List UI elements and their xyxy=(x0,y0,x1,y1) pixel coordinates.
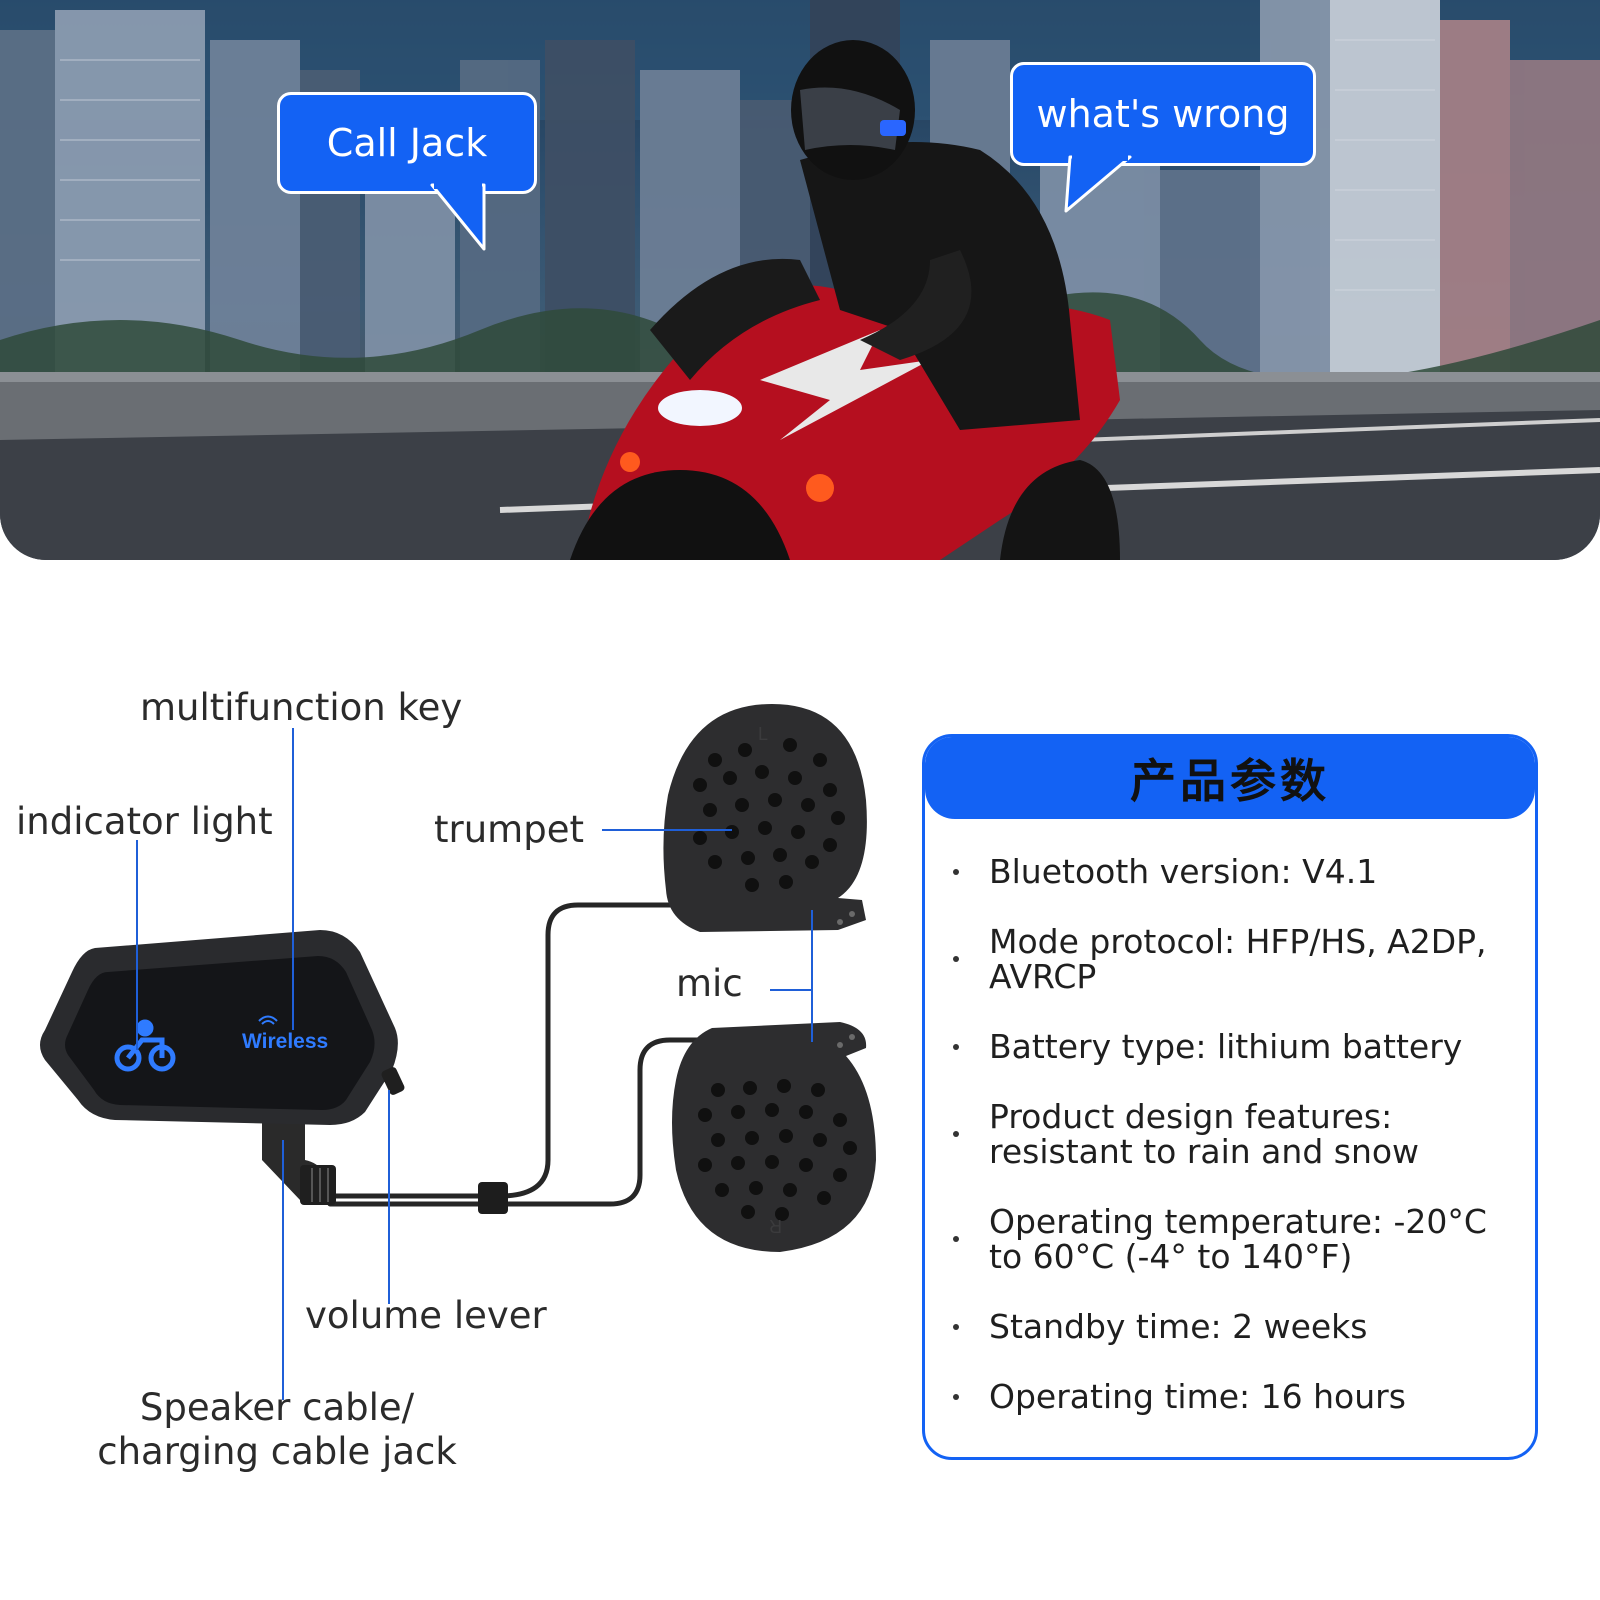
speech-bubble-text: Call Jack xyxy=(326,121,488,165)
spec-item: Operating time: 16 hours xyxy=(953,1379,1513,1414)
speaker-left-mark: L xyxy=(758,724,768,744)
speech-bubble-tail xyxy=(1064,155,1132,213)
callout-volume-lever: volume lever xyxy=(305,1294,547,1337)
callout-trumpet: trumpet xyxy=(434,808,584,851)
speaker-left: L xyxy=(663,704,867,932)
spec-item: Standby time: 2 weeks xyxy=(953,1309,1513,1344)
spec-panel-title: 产品参数 xyxy=(925,737,1535,819)
callout-speaker-line1: Speaker cable/ xyxy=(139,1386,415,1429)
bullet-icon xyxy=(953,868,959,875)
bullet-icon xyxy=(953,1393,959,1400)
bullet-icon xyxy=(953,1131,959,1137)
speaker-right: R xyxy=(672,1022,876,1252)
spec-item: Bluetooth version: V4.1 xyxy=(953,854,1513,889)
bullet-icon xyxy=(953,1043,959,1050)
callout-indicator-light: indicator light xyxy=(16,800,273,843)
bullet-icon xyxy=(953,1236,959,1242)
speaker-right-mark: R xyxy=(769,1216,782,1236)
bullet-icon xyxy=(953,956,959,962)
speech-bubble-whats-wrong: what's wrong xyxy=(1010,62,1316,166)
city-motorcycle-illustration xyxy=(0,0,1600,560)
intercom-device-illustration: Wireless L xyxy=(40,704,876,1400)
spec-item: Battery type: lithium battery xyxy=(953,1029,1513,1064)
spec-panel: 产品参数 Bluetooth version: V4.1 Mode protoc… xyxy=(922,734,1538,1460)
callout-speaker-cable: Speaker cable/ charging cable jack xyxy=(97,1386,457,1475)
wifi-icon xyxy=(258,1015,278,1025)
speech-bubble-text: what's wrong xyxy=(1036,92,1290,136)
product-diagram: Wireless L xyxy=(0,600,920,1600)
device-logo-text: Wireless xyxy=(242,1030,328,1053)
speech-bubble-call-jack: Call Jack xyxy=(277,92,537,194)
motorcycle-glow-icon xyxy=(114,1019,176,1072)
hero-photo: Call Jack what's wrong xyxy=(0,0,1600,560)
spec-item: Product design features: resistant to ra… xyxy=(953,1099,1513,1169)
callout-multifunction-key: multifunction key xyxy=(140,686,463,729)
callout-mic: mic xyxy=(676,962,743,1005)
leader-lines xyxy=(136,728,813,1400)
spec-item: Mode protocol: HFP/HS, A2DP, AVRCP xyxy=(953,924,1513,994)
callout-speaker-line2: charging cable jack xyxy=(97,1430,457,1474)
speech-bubble-tail xyxy=(430,183,486,251)
bullet-icon xyxy=(953,1323,959,1330)
spec-item: Operating temperature: -20°C to 60°C (-4… xyxy=(953,1204,1513,1274)
